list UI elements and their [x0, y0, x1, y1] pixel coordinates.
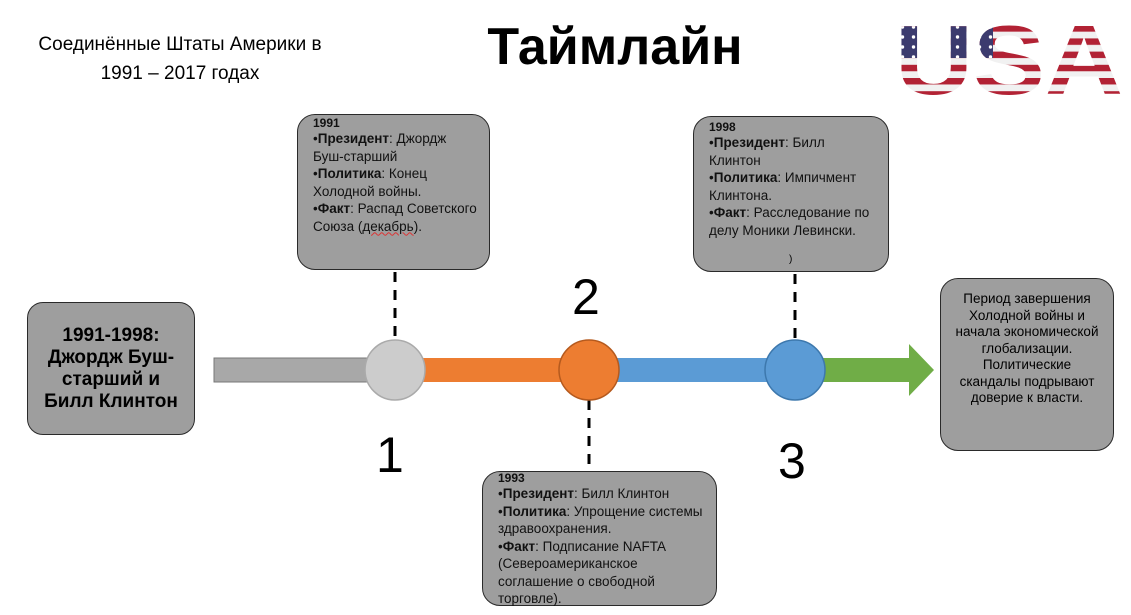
event-box-1998: 1998 •Президент: Билл Клинтон •Политика:… [693, 116, 889, 272]
logo-text-stars: USA [897, 12, 1121, 98]
milestone-number-1: 1 [376, 427, 404, 483]
period-label-box: 1991-1998: Джордж Буш- старший и Билл Кл… [27, 302, 195, 435]
event-year: 1998 [709, 120, 736, 134]
timeline-node-1 [364, 339, 426, 401]
period-line-2: Джордж Буш- [47, 346, 175, 368]
event-president: •Президент: Билл Клинтон [498, 486, 670, 501]
subtitle-line-2: 1991 – 2017 годах [100, 63, 260, 84]
event-year: 1993 [498, 471, 525, 485]
subtitle-line-1: Соединённые Штаты Америки в [38, 34, 322, 55]
timeline-arrow-green [796, 344, 934, 396]
logo-text-stripes: USA [897, 12, 1121, 98]
period-line-1: 1991-1998: [62, 324, 160, 346]
event-fact: •Факт: Расследование по делу Моники Леви… [709, 205, 870, 238]
event-fact: •Факт: Распад Советского Союза (декабрь)… [313, 201, 477, 234]
event-box-1993: 1993 •Президент: Билл Клинтон •Политика:… [482, 471, 717, 606]
event-president: •Президент: Джордж Буш-старший [313, 131, 447, 164]
timeline-node-2 [558, 339, 620, 401]
event-president: •Президент: Билл Клинтон [709, 135, 825, 168]
milestone-number-2: 2 [572, 269, 600, 325]
timeline-segment-orange [394, 358, 590, 382]
period-line-3: старший и [61, 368, 161, 390]
timeline-segment-gray [213, 357, 395, 383]
event-fact: •Факт: Подписание NAFTA (Североамериканс… [498, 538, 666, 607]
milestone-number-3: 3 [778, 433, 806, 489]
summary-box: Период завершения Холодной войны и начал… [940, 278, 1114, 451]
event-policy: •Политика: Импичмент Клинтона. [709, 170, 857, 203]
timeline-node-3 [764, 339, 826, 401]
page-title: Таймлайн [487, 18, 743, 76]
event-policy: •Политика: Упрощение системы здравоохран… [498, 503, 703, 537]
stray-mark: ) [789, 254, 793, 265]
usa-flag-logo: USA USA [897, 12, 1121, 98]
event-box-1991: 1991 •Президент: Джордж Буш-старший •Пол… [297, 114, 490, 270]
period-line-4: Билл Клинтон [44, 390, 178, 412]
timeline-segment-blue [590, 358, 796, 382]
event-policy: •Политика: Конец Холодной войны. [313, 166, 427, 199]
subtitle: Соединённые Штаты Америки в 1991 – 2017 … [10, 30, 350, 88]
event-year: 1991 [313, 116, 340, 130]
